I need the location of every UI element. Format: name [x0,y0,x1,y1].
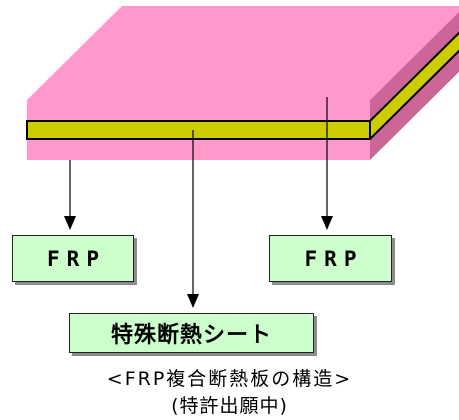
insulation-core-front-face [26,120,371,140]
lower-frp-skin-side-face [370,50,459,160]
frp-label-right: FRP [269,235,392,282]
insulation-sheet-label: 特殊断熱シート [69,313,314,353]
diagram-caption-title: <FRP複合断熱板の構造> [106,368,353,390]
arrowhead-insulation-sheet [187,294,199,308]
arrowhead-frp-left [64,216,76,230]
lower-frp-skin-front-face [27,139,370,160]
upper-frp-skin-side-face [370,11,459,121]
upper-frp-skin-front-face [27,100,370,121]
arrowhead-frp-right [321,216,333,230]
diagram-caption-subtitle: (特許出願中) [171,395,288,417]
insulation-core-side-face [369,31,459,140]
frp-label-left: FRP [12,235,134,282]
upper-frp-skin-top-face [27,6,459,100]
